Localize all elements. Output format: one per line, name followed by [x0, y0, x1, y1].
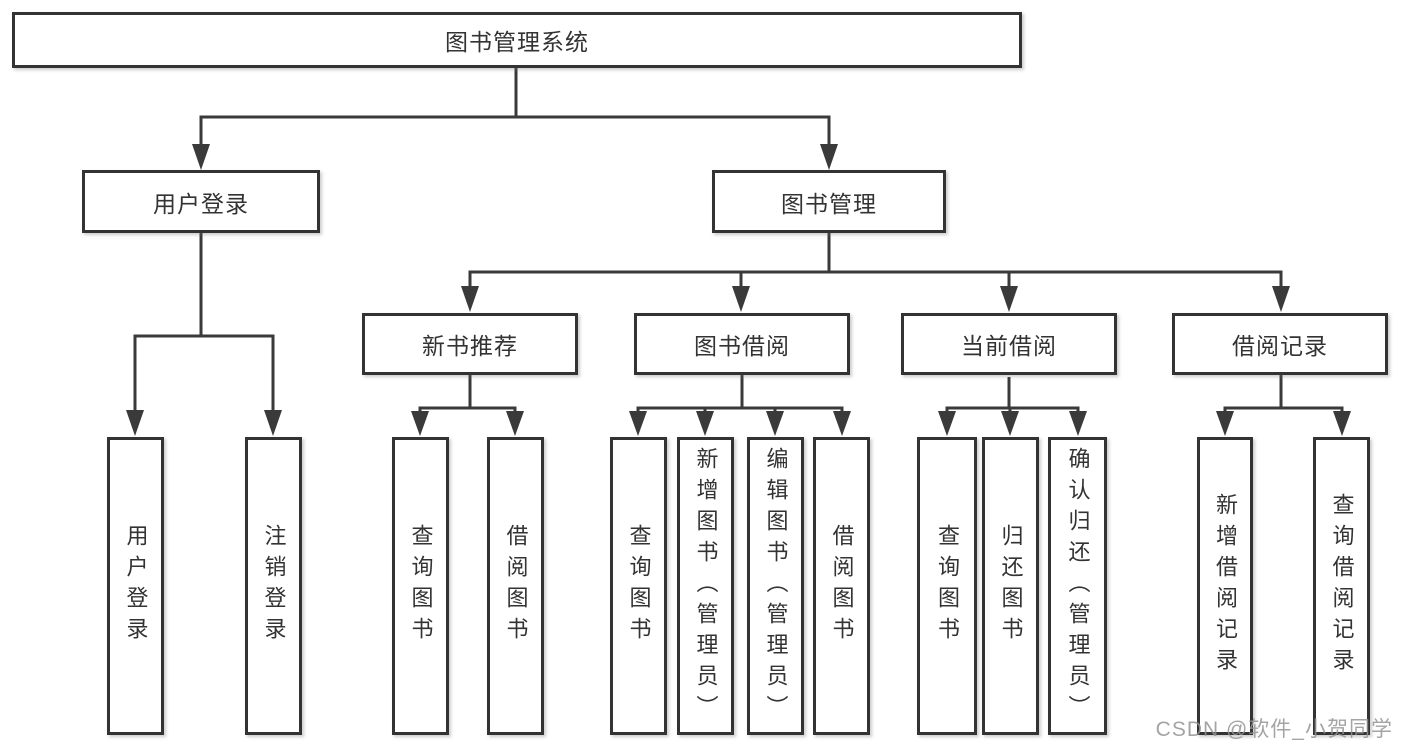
leaf-borrow-books-borrowing: 借阅图书 [813, 437, 870, 735]
leaf-borrow-books-recommend-label: 借阅图书 [503, 524, 529, 648]
leaf-query-borrow-record: 查询借阅记录 [1313, 437, 1370, 735]
node-user-login: 用户登录 [82, 170, 320, 233]
leaf-logout-label: 注销登录 [261, 524, 287, 648]
leaf-return-books: 归还图书 [982, 437, 1039, 735]
leaf-logout: 注销登录 [245, 437, 302, 735]
leaf-user-login-label: 用户登录 [123, 524, 149, 648]
leaf-borrow-books-borrowing-label: 借阅图书 [829, 524, 855, 648]
leaf-query-books-borrowing-label: 查询图书 [626, 524, 652, 648]
node-borrowing-records: 借阅记录 [1172, 313, 1388, 375]
leaf-edit-book-admin: 编辑图书（管理员） [747, 437, 804, 735]
leaf-confirm-return-admin-label: 确认归还（管理员） [1065, 446, 1091, 726]
leaf-confirm-return-admin: 确认归还（管理员） [1048, 437, 1107, 735]
leaf-query-books-recommend-label: 查询图书 [408, 524, 434, 648]
leaf-query-books-recommend: 查询图书 [392, 437, 449, 735]
leaf-user-login: 用户登录 [107, 437, 164, 735]
leaf-add-book-admin: 新增图书（管理员） [677, 437, 734, 735]
node-library-system: 图书管理系统 [12, 12, 1022, 68]
leaf-return-books-label: 归还图书 [998, 524, 1024, 648]
leaf-add-borrow-record: 新增借阅记录 [1197, 437, 1253, 735]
node-new-book-recommend: 新书推荐 [362, 313, 578, 375]
leaf-query-books-current-label: 查询图书 [935, 524, 960, 648]
leaf-query-borrow-record-label: 查询借阅记录 [1329, 493, 1355, 679]
leaf-query-books-current: 查询图书 [917, 437, 977, 735]
leaf-borrow-books-recommend: 借阅图书 [487, 437, 544, 735]
node-book-borrowing: 图书借阅 [634, 313, 850, 375]
leaf-edit-book-admin-label: 编辑图书（管理员） [763, 446, 789, 726]
node-current-borrowing: 当前借阅 [901, 313, 1117, 375]
leaf-query-books-borrowing: 查询图书 [610, 437, 667, 735]
leaf-add-book-admin-label: 新增图书（管理员） [693, 446, 719, 726]
leaf-add-borrow-record-label: 新增借阅记录 [1213, 493, 1238, 679]
node-book-management: 图书管理 [712, 170, 946, 233]
